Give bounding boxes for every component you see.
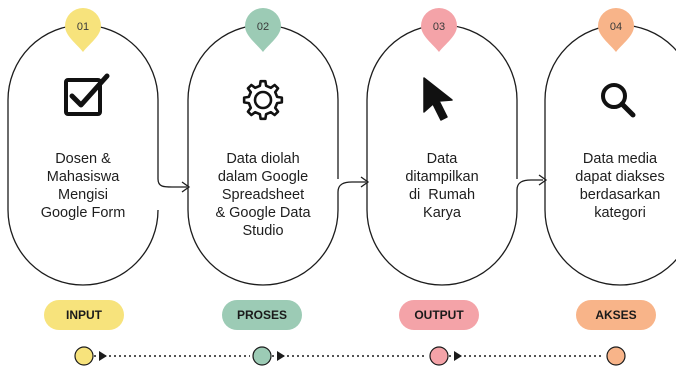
- step-2-capsule-bottom: [187, 187, 339, 286]
- step-3-capsule-bottom: [366, 182, 518, 286]
- step-1-number: 01: [77, 21, 89, 33]
- step-3-line-3: di Rumah: [408, 187, 476, 203]
- gear-icon: [242, 79, 284, 121]
- timeline-arrow-3: [454, 351, 462, 361]
- step-3-description: Data ditampilkan di Rumah Karya: [367, 150, 517, 222]
- step-1-line-2: Mahasiswa: [46, 169, 120, 185]
- timeline-arrow-2: [277, 351, 285, 361]
- timeline-node-4: [606, 346, 626, 366]
- step-1-line-4: Google Form: [40, 205, 126, 221]
- step-1-description: Dosen & Mahasiswa Mengisi Google Form: [8, 150, 158, 222]
- timeline-node-2: [252, 346, 272, 366]
- timeline: [74, 346, 626, 366]
- connector-1-2-arrowhead: [181, 181, 191, 193]
- step-3-number: 03: [433, 21, 445, 33]
- stage-pill-output: OUTPUT: [399, 300, 479, 330]
- stage-pill-proses: PROSES: [222, 300, 302, 330]
- step-2-description: Data diolah dalam Google Spreadsheet & G…: [188, 150, 338, 240]
- timeline-arrow-1: [99, 351, 107, 361]
- step-2-line-2: dalam Google: [217, 169, 309, 185]
- connector-2-3-arrowhead: [360, 176, 370, 188]
- stage-pill-input: INPUT: [44, 300, 124, 330]
- gear-teeth-outline: [242, 79, 284, 121]
- step-4-line-4: kategori: [594, 205, 646, 221]
- timeline-node-3: [429, 346, 449, 366]
- search-icon: [601, 83, 636, 118]
- step-1-marker: 01: [65, 8, 101, 52]
- step-4-marker: 04: [598, 8, 634, 52]
- step-2-line-4: & Google Data: [215, 205, 311, 221]
- step-3-line-2: ditampilkan: [405, 169, 479, 185]
- checkbox-icon: [64, 73, 110, 116]
- connector-2-3: [337, 181, 366, 210]
- step-1-line-3: Mengisi: [58, 187, 108, 203]
- step-2-marker: 02: [245, 8, 281, 52]
- step-2-line-1: Data diolah: [226, 151, 300, 167]
- step-3-line-4: Karya: [423, 205, 461, 221]
- cursor-icon: [423, 77, 453, 121]
- connector-1-2: [157, 178, 187, 188]
- step-4-line-1: Data media: [582, 151, 658, 167]
- connector-3-4: [516, 179, 543, 210]
- step-4-line-3: berdasarkan: [579, 187, 661, 203]
- step-4-capsule: [544, 24, 676, 286]
- stage-pill-akses: AKSES: [576, 300, 656, 330]
- connector-3-4-arrowhead: [538, 174, 548, 186]
- step-4-line-2: dapat diakses: [575, 169, 665, 185]
- step-2-line-5: Studio: [242, 223, 284, 239]
- step-2-line-3: Spreadsheet: [221, 187, 305, 203]
- step-4-description: Data media dapat diakses berdasarkan kat…: [545, 150, 676, 222]
- step-4-number: 04: [610, 21, 622, 33]
- step-2-number: 02: [257, 21, 269, 33]
- step-1-capsule-bottom: [7, 209, 159, 286]
- step-1-line-1: Dosen &: [55, 151, 111, 167]
- step-3-marker: 03: [421, 8, 457, 52]
- timeline-node-1: [74, 346, 94, 366]
- step-3-line-1: Data: [426, 151, 458, 167]
